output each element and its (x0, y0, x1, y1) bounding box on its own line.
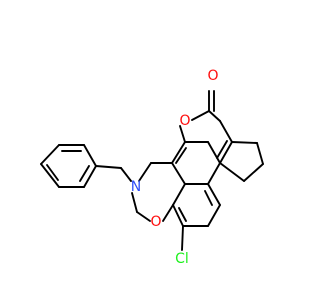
bond-double (216, 140, 228, 159)
bond (191, 110, 210, 121)
label-oxygen-ring-ester: O (179, 113, 190, 129)
bond (219, 120, 233, 143)
bond (181, 225, 184, 251)
bonds (40, 90, 264, 251)
bond-double (175, 147, 187, 164)
bond (40, 144, 60, 165)
label-nitrogen: N (131, 179, 141, 195)
bond (171, 162, 186, 185)
bond (231, 141, 258, 144)
label-oxygen-carbonyl: O (207, 68, 218, 84)
label-chlorine: Cl (175, 251, 189, 267)
bond-double (46, 164, 59, 181)
bond (131, 192, 138, 213)
bond (207, 204, 221, 227)
bond (207, 141, 221, 164)
bond (120, 167, 132, 182)
molecule-structure: O O O N Cl (40, 68, 264, 267)
bond (40, 163, 60, 188)
bond (172, 204, 184, 227)
atom-labels: O O O N Cl (131, 68, 219, 267)
bond-double (204, 190, 213, 206)
structure-canvas: O O O N Cl (40, 68, 264, 267)
bond (243, 163, 264, 182)
bond (208, 110, 221, 122)
bond (95, 165, 122, 169)
bond (83, 144, 97, 167)
bond (171, 141, 186, 164)
bond (172, 183, 186, 206)
bond (138, 162, 152, 182)
bond-double (79, 165, 90, 182)
bond (207, 183, 221, 206)
bond (207, 162, 221, 185)
bond (256, 142, 264, 165)
label-oxygen-ring-ether: O (150, 214, 161, 230)
bond (83, 165, 97, 188)
bond (179, 125, 186, 143)
bond-double (178, 207, 187, 222)
bond (219, 141, 233, 164)
bond (136, 211, 151, 222)
bond (162, 204, 174, 222)
bond (219, 162, 245, 182)
